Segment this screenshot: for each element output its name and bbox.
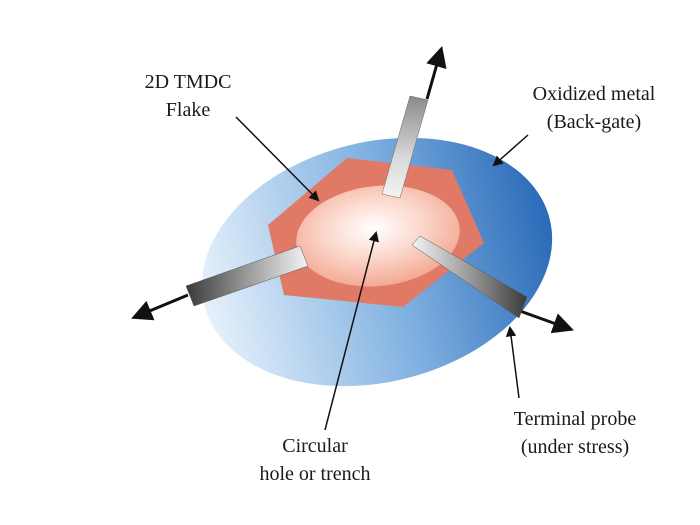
flake-leader-line	[235, 116, 320, 202]
left-probe	[131, 245, 309, 321]
flake-label-line1: 2D TMDC	[145, 71, 232, 93]
top-probe-bar	[381, 95, 429, 199]
right-probe-bar	[411, 235, 528, 319]
probe-leader-line	[505, 325, 520, 399]
hole-label-line1: Circular	[282, 435, 348, 457]
hole-leader-line	[324, 230, 379, 431]
right-probe-arrow	[519, 309, 574, 334]
left-probe-arrow	[131, 293, 189, 321]
gate-label-line1: Oxidized metal	[533, 83, 656, 105]
hole-label-line2: hole or trench	[259, 463, 370, 485]
probe-label-line2: (under stress)	[521, 436, 629, 458]
left-probe-bar	[185, 245, 309, 307]
flake-label-line2: Flake	[166, 99, 211, 121]
top-probe	[381, 45, 447, 199]
gate-leader-line	[492, 134, 529, 167]
probe-label-line1: Terminal probe	[514, 408, 637, 430]
gate-label-line2: (Back-gate)	[547, 111, 641, 133]
top-probe-arrow	[425, 45, 447, 100]
right-probe	[411, 235, 574, 334]
